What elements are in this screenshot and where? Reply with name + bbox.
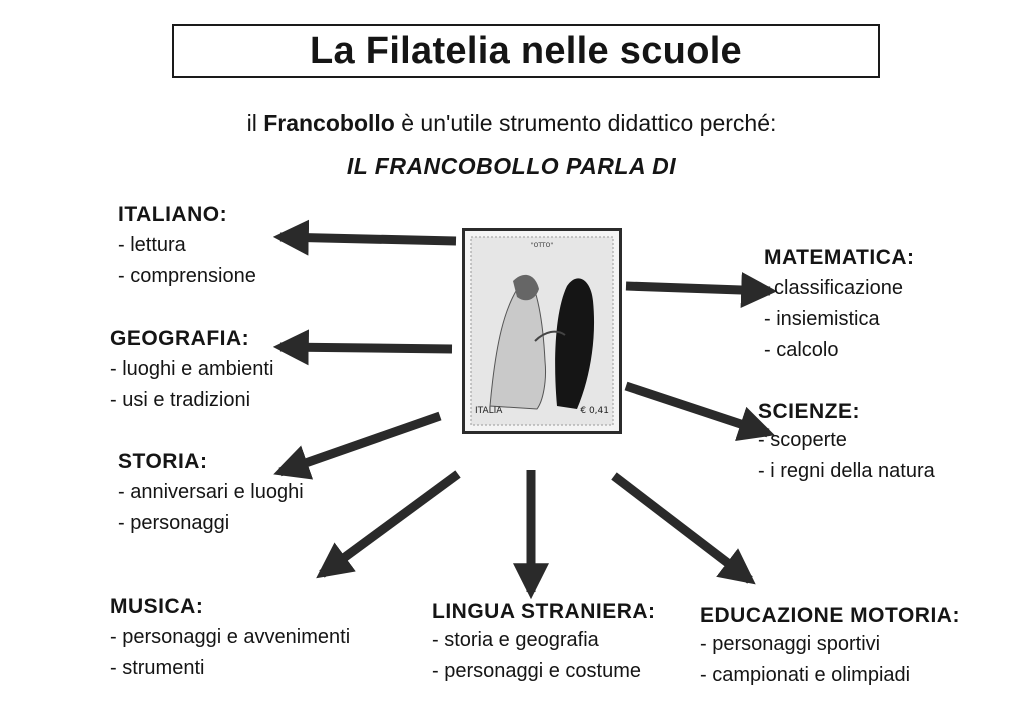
subject-item: - comprensione [118,265,256,287]
subject-heading: MATEMATICA: [764,246,915,269]
page-title: La Filatelia nelle scuole [310,29,742,72]
subject-item: - calcolo [764,339,839,361]
subject-item: - personaggi e costume [432,660,642,682]
subject-scienze: SCIENZE: - scoperte - i regni della natu… [758,400,935,487]
subject-item: - luoghi e ambienti [110,358,274,380]
subject-heading: MUSICA: [110,595,204,618]
subject-item: - usi e tradizioni [110,389,251,411]
arrow-musica [316,470,461,579]
arrow-scienze [624,381,775,442]
subject-item: - personaggi sportivi [700,633,881,655]
subject-heading: GEOGRAFIA: [110,327,250,350]
subject-item: - anniversari e luoghi [118,481,304,503]
subject-educazione-motoria: EDUCAZIONE MOTORIA: - personaggi sportiv… [700,604,960,691]
subject-item: - storia e geografia [432,629,599,651]
subject-italiano: ITALIANO: - lettura - comprensione [118,203,256,292]
subject-heading: SCIENZE: [758,400,861,423]
stamp-country: ITALIA [475,406,503,416]
subject-heading: LINGUA STRANIERA: [432,600,656,623]
intro-prefix: il [246,110,264,136]
arrow-motoria [611,472,756,585]
intro-bold-word: Francobollo [263,110,395,136]
subject-lingua-straniera: LINGUA STRANIERA: - storia e geografia -… [432,600,656,687]
stamp-value: € 0,41 [580,406,609,416]
subject-item: - strumenti [110,657,205,679]
subject-storia: STORIA: - anniversari e luoghi - persona… [118,450,304,539]
subject-item: - scoperte [758,429,847,451]
arrow-italiano [272,219,457,256]
intro-line: il Francobollo è un'utile strumento dida… [0,110,1023,137]
subject-musica: MUSICA: - personaggi e avvenimenti - str… [110,595,350,684]
subject-item: - i regni della natura [758,460,935,482]
subject-item: - lettura [118,234,186,256]
subject-heading: EDUCAZIONE MOTORIA: [700,604,960,627]
subject-item: - personaggi [118,512,230,534]
stamp-image: "OTTO" ITALIA € 0,41 [462,228,622,434]
title-box: La Filatelia nelle scuole [172,24,880,78]
subject-item: classificazione [774,277,903,299]
subject-item: - personaggi e avvenimenti [110,626,351,648]
subject-matematica: MATEMATICA: classificazione - insiemisti… [764,246,915,366]
stamp-artwork: "OTTO" ITALIA € 0,41 [470,236,614,426]
subtitle: IL FRANCOBOLLO PARLA DI [346,153,677,179]
stamp-top-text: "OTTO" [531,242,553,249]
subject-item: - campionati e olimpiadi [700,664,911,686]
subject-item: - insiemistica [764,308,880,330]
arrow-matematica [625,272,778,308]
intro-suffix: è un'utile strumento didattico perché: [394,110,777,136]
subject-heading: ITALIANO: [118,203,228,226]
arrow-geografia [272,329,453,366]
subject-geografia: GEOGRAFIA: - luoghi e ambienti - usi e t… [110,327,273,416]
subject-heading: STORIA: [118,450,208,473]
arrow-storia [273,411,442,480]
